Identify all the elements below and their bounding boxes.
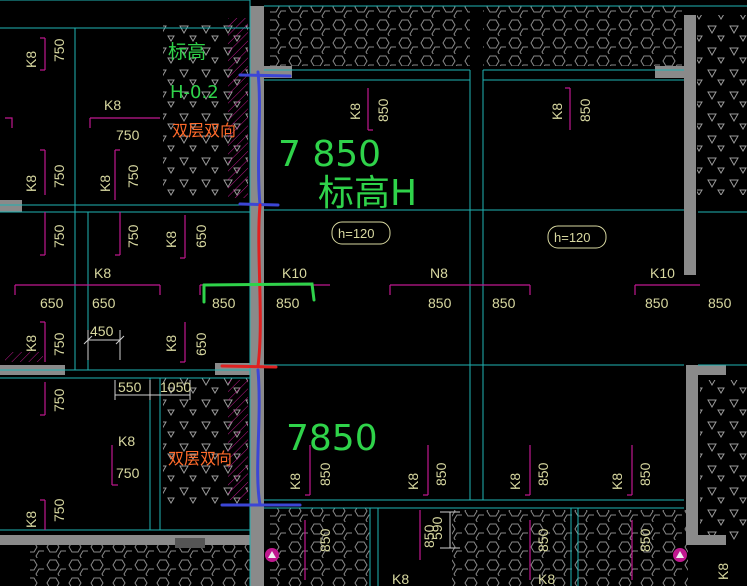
label-850: 850 (708, 295, 732, 311)
double-layer-notes: 双层双向 双层双向 (168, 121, 236, 468)
label-850: 850 (535, 528, 551, 552)
label-k8: K8 (163, 231, 179, 248)
label-850: 850 (492, 295, 516, 311)
label-k8: K8 (163, 335, 179, 352)
label-k8: K8 (94, 265, 111, 281)
label-750: 750 (51, 332, 67, 356)
label-k8: K8 (287, 473, 303, 490)
label-850: 850 (212, 295, 236, 311)
label-1050: 1050 (160, 379, 191, 395)
label-k8: K8 (405, 473, 421, 490)
label-750: 750 (125, 164, 141, 188)
label-k8: K8 (549, 103, 565, 120)
label-590: 590 (429, 516, 445, 540)
label-850: 850 (433, 462, 449, 486)
label-750: 750 (116, 465, 140, 481)
label-n8: K8 (97, 175, 113, 192)
tag-h120: h=120 (554, 230, 591, 245)
markup-strokes (202, 70, 316, 507)
tag-h120: h=120 (338, 226, 375, 241)
note-double-layer: 双层双向 (172, 121, 236, 140)
label-k8: K8 (23, 335, 39, 352)
annotation-850-top: 7 850 (278, 134, 381, 175)
label-850: 850 (276, 295, 300, 311)
label-k8: K8 (104, 97, 121, 113)
label-850: 850 (421, 524, 437, 548)
label-k8: K8 (392, 571, 409, 586)
hatch-regions (5, 6, 747, 586)
label-850: 850 (645, 295, 669, 311)
label-k8: K8 (538, 571, 555, 586)
label-750: 750 (51, 388, 67, 412)
label-850: 850 (375, 98, 391, 122)
label-750: 750 (51, 498, 67, 522)
label-850: 850 (317, 462, 333, 486)
rebar-labels: K8 750 K8 750 K8 750 K8 750 750 750 K8 6… (23, 38, 732, 586)
label-k8: K8 (715, 563, 731, 580)
rebar-lines (5, 37, 700, 580)
label-k10: K10 (282, 265, 307, 281)
label-k8: K8 (23, 511, 39, 528)
label-850: 850 (428, 295, 452, 311)
label-k8: K8 (23, 51, 39, 68)
label-k8: K8 (507, 473, 523, 490)
label-650: 650 (193, 224, 209, 248)
label-750: 750 (51, 164, 67, 188)
label-k8: K8 (23, 175, 39, 192)
label-750: 750 (51, 224, 67, 248)
label-k10: K10 (650, 265, 675, 281)
label-750: 750 (116, 127, 140, 143)
green-annotations: 标高 H-0.2 7 850 标高H 7850 (168, 41, 417, 459)
annotation-850-bottom: 7850 (286, 418, 378, 459)
label-850: 850 (637, 462, 653, 486)
label-650: 650 (193, 332, 209, 356)
section-markers[interactable] (265, 548, 687, 562)
annotation-elevation-value: H-0.2 (170, 82, 219, 103)
label-850: 850 (317, 528, 333, 552)
label-n8: N8 (430, 265, 448, 281)
label-k8: K8 (118, 433, 135, 449)
label-850: 850 (577, 98, 593, 122)
label-k8: K8 (347, 103, 363, 120)
label-850: 850 (535, 462, 551, 486)
label-k8: K8 (609, 473, 625, 490)
label-750: 750 (125, 224, 141, 248)
label-650: 650 (40, 295, 64, 311)
label-850: 850 (637, 528, 653, 552)
label-450: 450 (90, 323, 114, 339)
dimension-lines (83, 330, 460, 549)
annotation-elevation: 标高 (168, 41, 206, 63)
label-650: 650 (92, 295, 116, 311)
label-550: 550 (118, 379, 142, 395)
annotation-elevation-h: 标高H (318, 173, 417, 214)
label-750: 750 (51, 38, 67, 62)
note-double-layer: 双层双向 (168, 449, 232, 468)
slab-thickness-tags: h=120 h=120 (331, 221, 607, 249)
